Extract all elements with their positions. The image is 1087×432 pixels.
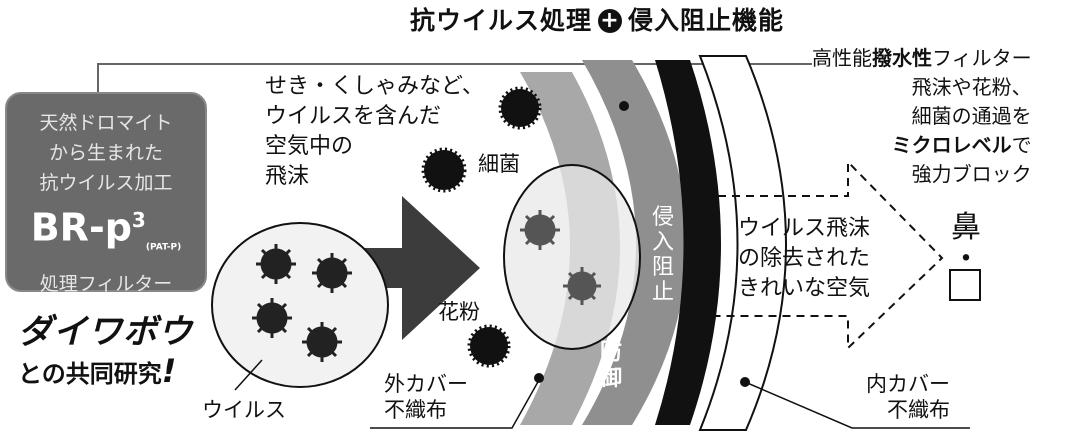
nose-char: 鼻 <box>951 210 981 245</box>
filter-note: 高性能撥水性フィルター 飛沫や花粉、 細菌の通過を ミクロレベルで 強力ブロック <box>812 44 1032 189</box>
outer-leader-line <box>370 379 540 429</box>
title-left: 抗ウイルス処理 <box>410 6 593 35</box>
airflow-arrow <box>318 196 480 340</box>
defense-char: 御 <box>599 366 622 391</box>
filter-note-line: 高性能撥水性フィルター <box>812 44 1032 73</box>
inner-cover-line: 内カバー <box>866 372 950 396</box>
capture-zone <box>503 164 641 350</box>
badge-line: 抗ウイルス加工 <box>39 172 173 194</box>
droplet-line: 空気中の <box>265 134 354 159</box>
droplet-label: せき・くしゃみなど、 ウイルスを含んだ 空気中の 飛沫 <box>265 72 484 192</box>
virus-cluster <box>211 222 389 388</box>
dot-char: ・ <box>951 242 981 277</box>
filter-note-emph: ミクロレベル <box>891 133 1012 157</box>
badge-line: から生まれた <box>48 142 163 164</box>
virus-particle <box>252 244 352 362</box>
clean-air-label: ウイルス飛沫 の除去された きれいな空気 <box>738 214 870 304</box>
clean-air-line: きれいな空気 <box>738 276 871 301</box>
badge-line: 処理フィルター <box>39 273 173 296</box>
virus-leader-line <box>234 359 263 391</box>
filter-note-line: ミクロレベルで <box>812 131 1032 160</box>
bacteria-label: 細菌 <box>478 152 520 176</box>
brand-sub: (PAT-P) <box>145 242 182 253</box>
outer-cover-label: 外カバー 不織布 <box>384 371 468 423</box>
badge-brand: BR-p3 (PAT-P) <box>7 198 205 269</box>
mouth-box <box>949 269 981 301</box>
filter-note-part: フィルター <box>932 46 1032 70</box>
filter-note-line: 強力ブロック <box>911 162 1032 186</box>
defense-label: 防 御 <box>598 340 624 392</box>
partner-logo: ダイワボウ <box>18 312 193 352</box>
intrusion-char: 止 <box>651 280 674 305</box>
filter-note-line: 細菌の通過を <box>911 104 1032 128</box>
nose-mouth-label: 鼻 ・ 口 <box>946 212 986 308</box>
label-dot <box>534 373 544 383</box>
droplet-line: 飛沫 <box>265 164 310 189</box>
clean-air-line: ウイルス飛沫 <box>738 216 871 241</box>
technology-badge: 天然ドロマイト から生まれた 抗ウイルス加工 BR-p3 (PAT-P) 処理フィ… <box>5 92 207 295</box>
brand-sup: 3 <box>131 208 146 232</box>
outer-cover-line: 不織布 <box>384 398 447 422</box>
brand-main: BR-p <box>30 205 132 250</box>
inner-cover-line: 不織布 <box>887 398 950 422</box>
captured-virus <box>520 210 601 305</box>
intrusion-char: 入 <box>651 230 674 255</box>
badge-line: 天然ドロマイト <box>39 112 173 134</box>
badge-leader-line <box>97 63 812 92</box>
label-dot <box>619 101 629 111</box>
virus-label: ウイルス <box>202 398 286 422</box>
droplet-line: ウイルスを含んだ <box>265 104 442 129</box>
defense-layer <box>582 60 687 425</box>
title-right: 侵入阻止機能 <box>628 6 785 35</box>
pollen-label: 花粉 <box>438 300 480 324</box>
clean-air-arrow <box>690 159 944 351</box>
defense-char: 防 <box>599 340 622 365</box>
intrusion-char: 侵 <box>651 205 674 230</box>
filter-note-emph: 撥水性 <box>872 46 932 70</box>
clean-air-line: の除去された <box>738 246 871 271</box>
bacteria-particle <box>498 86 542 130</box>
diagram-title: 抗ウイルス処理+侵入阻止機能 <box>410 6 784 36</box>
pollen-particle <box>467 324 511 368</box>
plus-icon: + <box>598 9 623 33</box>
repellent-filter-layer <box>655 60 721 425</box>
intrusion-block-label: 侵 入 阻 止 <box>650 205 676 305</box>
exclaim-mark: ! <box>161 352 177 390</box>
intrusion-char: 阻 <box>651 255 674 280</box>
filter-note-part: 高性能 <box>812 46 872 70</box>
filter-note-line: 飛沫や花粉、 <box>911 75 1032 99</box>
outer-cover-line: 外カバー <box>384 372 468 396</box>
joint-text: との共同研究 <box>18 360 162 388</box>
inner-leader-line <box>744 381 970 429</box>
filter-note-part: で <box>1011 133 1032 157</box>
inner-cover-label: 内カバー 不織布 <box>866 371 950 423</box>
inner-cover-layer <box>698 55 787 431</box>
partner-joint-text: との共同研究! <box>18 352 176 390</box>
droplet-line: せき・くしゃみなど、 <box>265 74 484 99</box>
bacteria-particle <box>421 147 467 193</box>
